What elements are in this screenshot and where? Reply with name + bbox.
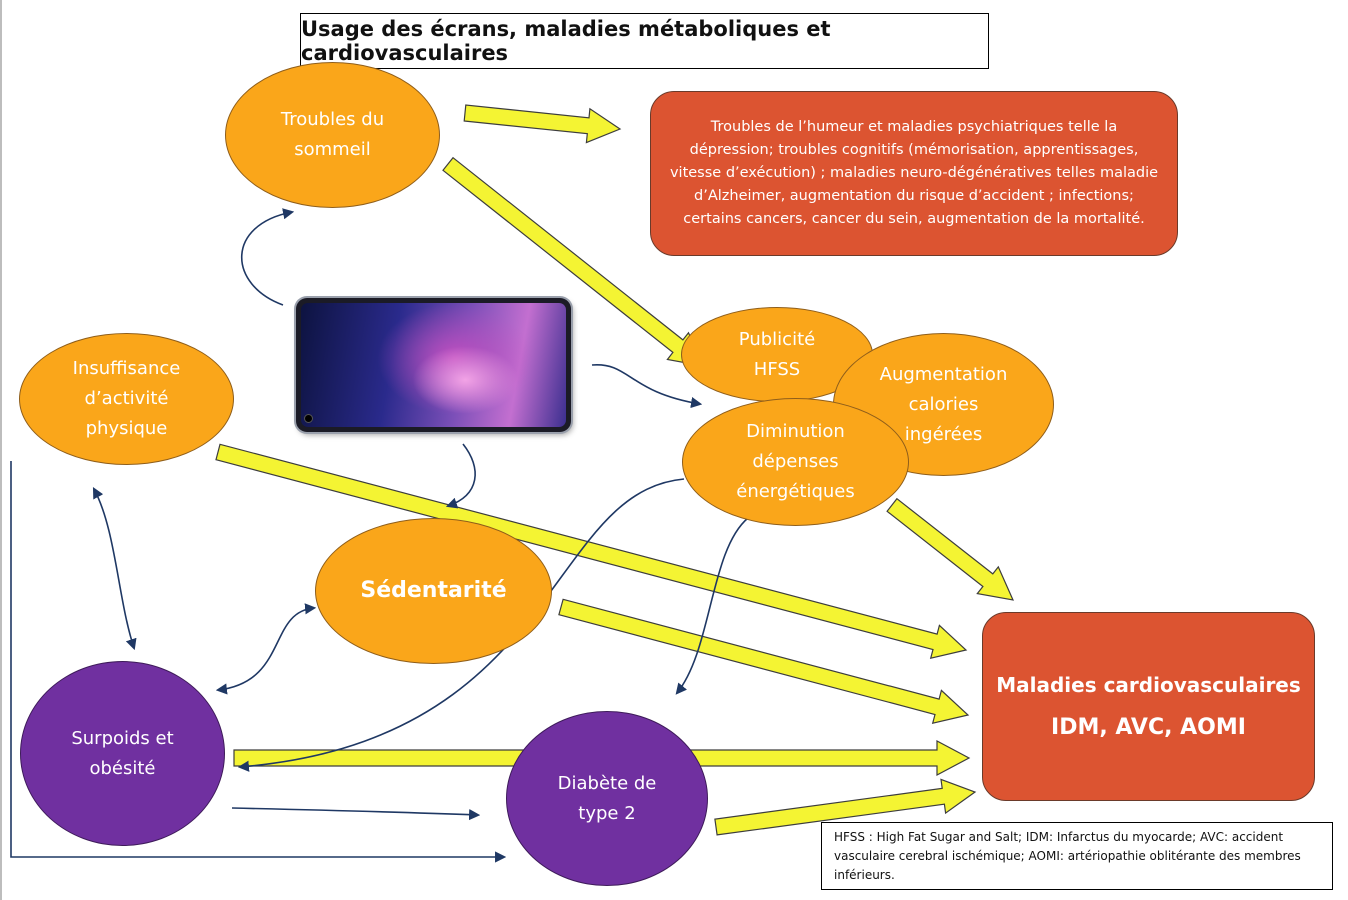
camera-icon	[304, 414, 313, 423]
line-surpoids-diabete	[231, 807, 481, 821]
node-surpoids-obesite: Surpoids et obésité	[20, 661, 225, 846]
arc-phone-to-publicite	[591, 364, 703, 409]
arrow-sommeil-to-effects	[463, 104, 622, 144]
legend-box: HFSS : High Fat Sugar and Salt; IDM: Inf…	[821, 822, 1333, 890]
node-diminution-depenses: Diminution dépenses énergétiques	[682, 398, 909, 526]
maladies-cardiovasculaires-box: Maladies cardiovasculaires IDM, AVC, AOM…	[982, 612, 1315, 801]
node-troubles-sommeil: Troubles du sommeil	[225, 62, 440, 208]
arrow-diabete-to-mcv	[714, 778, 977, 836]
smartphone-icon	[296, 298, 571, 432]
node-sedentarite-label: Sédentarité	[360, 578, 507, 603]
node-insuffisance-activite-label: Insuffisance d’activité physique	[72, 358, 181, 439]
arc-insuffisance-surpoids	[92, 487, 137, 651]
node-surpoids-obesite-label: Surpoids et obésité	[71, 727, 174, 779]
arc-phone-to-sleep	[240, 208, 295, 306]
node-diminution-depenses-label: Diminution dépenses énergétiques	[736, 421, 855, 502]
left-edge-line	[0, 0, 2, 900]
maladies-cv-subtitle: IDM, AVC, AOMI	[1051, 715, 1246, 740]
diagram-title: Usage des écrans, maladies métaboliques …	[300, 13, 989, 69]
arrow-diminution-to-mcv	[886, 497, 1015, 601]
node-diabete-type2-label: Diabète de type 2	[557, 772, 657, 824]
arrow-insuffisance-to-mcv	[215, 443, 968, 660]
arrow-sedentarite-to-mcv	[558, 598, 970, 725]
legend-text: HFSS : High Fat Sugar and Salt; IDM: Inf…	[834, 830, 1301, 882]
line-left-bracket	[10, 461, 507, 863]
maladies-cv-title: Maladies cardiovasculaires	[996, 673, 1301, 697]
node-augmentation-calories-label: Augmentation calories ingérées	[879, 363, 1008, 445]
node-sedentarite: Sédentarité	[315, 518, 552, 664]
health-effects-text: Troubles de l’humeur et maladies psychia…	[669, 119, 1159, 227]
node-publicite-hfss-label: Publicité HFSS	[738, 328, 816, 380]
health-effects-box: Troubles de l’humeur et maladies psychia…	[650, 91, 1178, 256]
smartphone-screen	[301, 303, 566, 427]
node-diabete-type2: Diabète de type 2	[506, 711, 708, 886]
node-insuffisance-activite: Insuffisance d’activité physique	[19, 333, 234, 465]
node-troubles-sommeil-label: Troubles du sommeil	[280, 109, 385, 160]
arc-phone-to-sedentarite	[445, 443, 476, 509]
arc-diminution-diabete	[675, 517, 749, 695]
arc-sedentarite-surpoids	[215, 603, 317, 695]
